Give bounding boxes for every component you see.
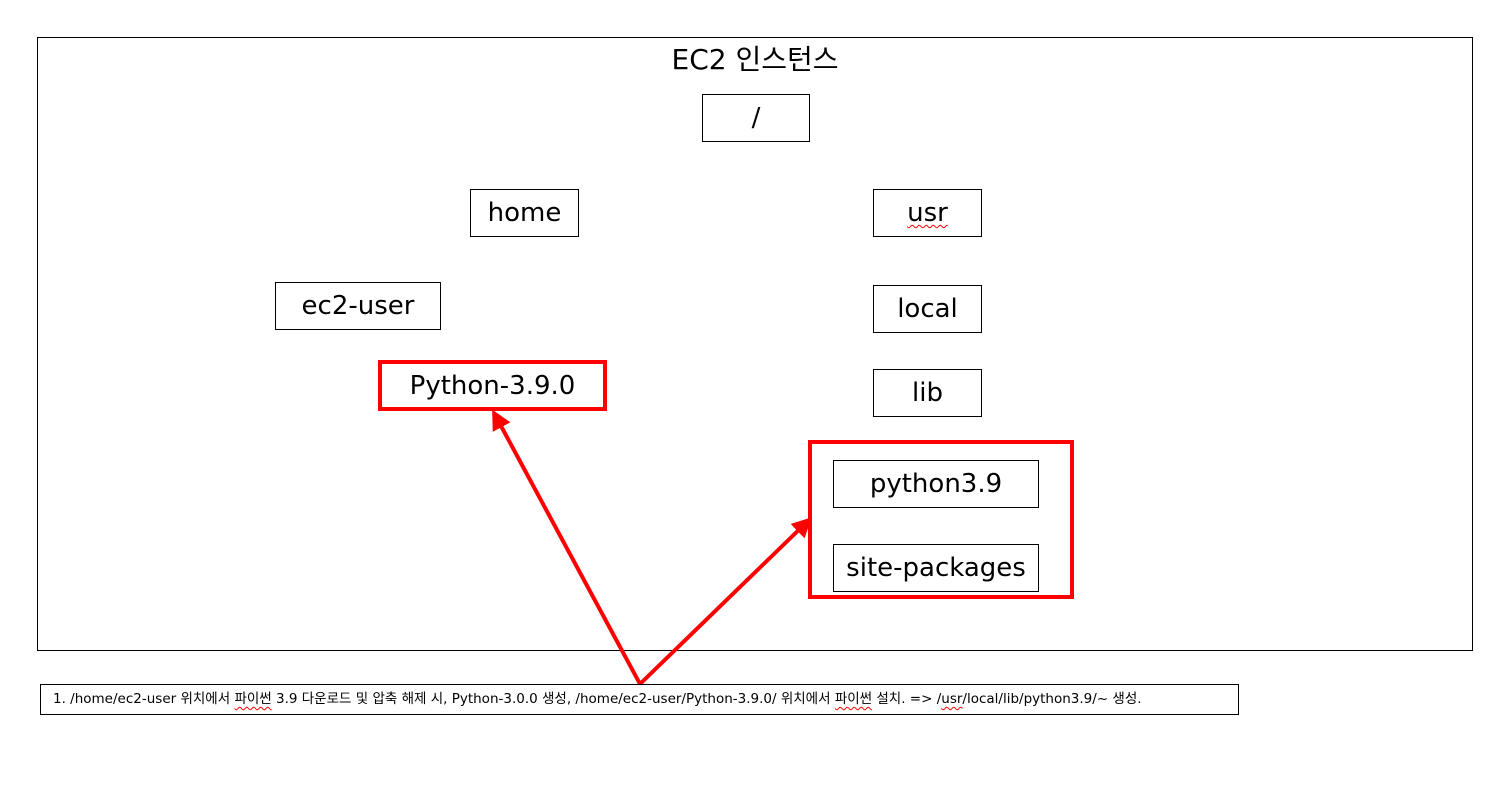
note-word-python-2: 파이썬 [834,691,873,707]
node-ec2-user-label: ec2-user [301,291,415,321]
node-python-source: Python-3.9.0 [378,360,607,411]
note-text-4: /local/lib/python3.9/~ 생성. [962,691,1142,707]
node-lib-label: lib [912,378,943,408]
note-text-1: 1. /home/ec2-user 위치에서 [53,691,235,707]
node-usr: usr [873,189,982,237]
node-usr-label: usr [907,198,948,228]
install-note: 1. /home/ec2-user 위치에서 파이썬 3.9 다운로드 및 압축… [40,684,1239,715]
node-site-packages-label: site-packages [846,553,1026,583]
node-root-label: / [751,103,761,133]
node-home: home [470,189,579,237]
note-word-python-1: 파이썬 [234,691,272,707]
node-lib: lib [873,369,982,417]
diagram-title: EC2 인스턴스 [671,43,839,76]
note-text-2: 3.9 다운로드 및 압축 해제 시, Python-3.0.0 생성, /ho… [271,691,835,707]
node-ec2-user: ec2-user [275,282,441,330]
node-site-packages: site-packages [833,544,1039,592]
node-local: local [873,285,982,333]
note-text-3: 설치. => / [872,691,942,707]
node-home-label: home [487,198,562,228]
node-local-label: local [897,294,958,324]
node-root: / [702,94,810,142]
node-python-source-label: Python-3.9.0 [409,370,576,401]
node-python39-label: python3.9 [869,469,1003,499]
node-python39: python3.9 [833,460,1039,508]
note-word-usr: usr [941,691,963,707]
